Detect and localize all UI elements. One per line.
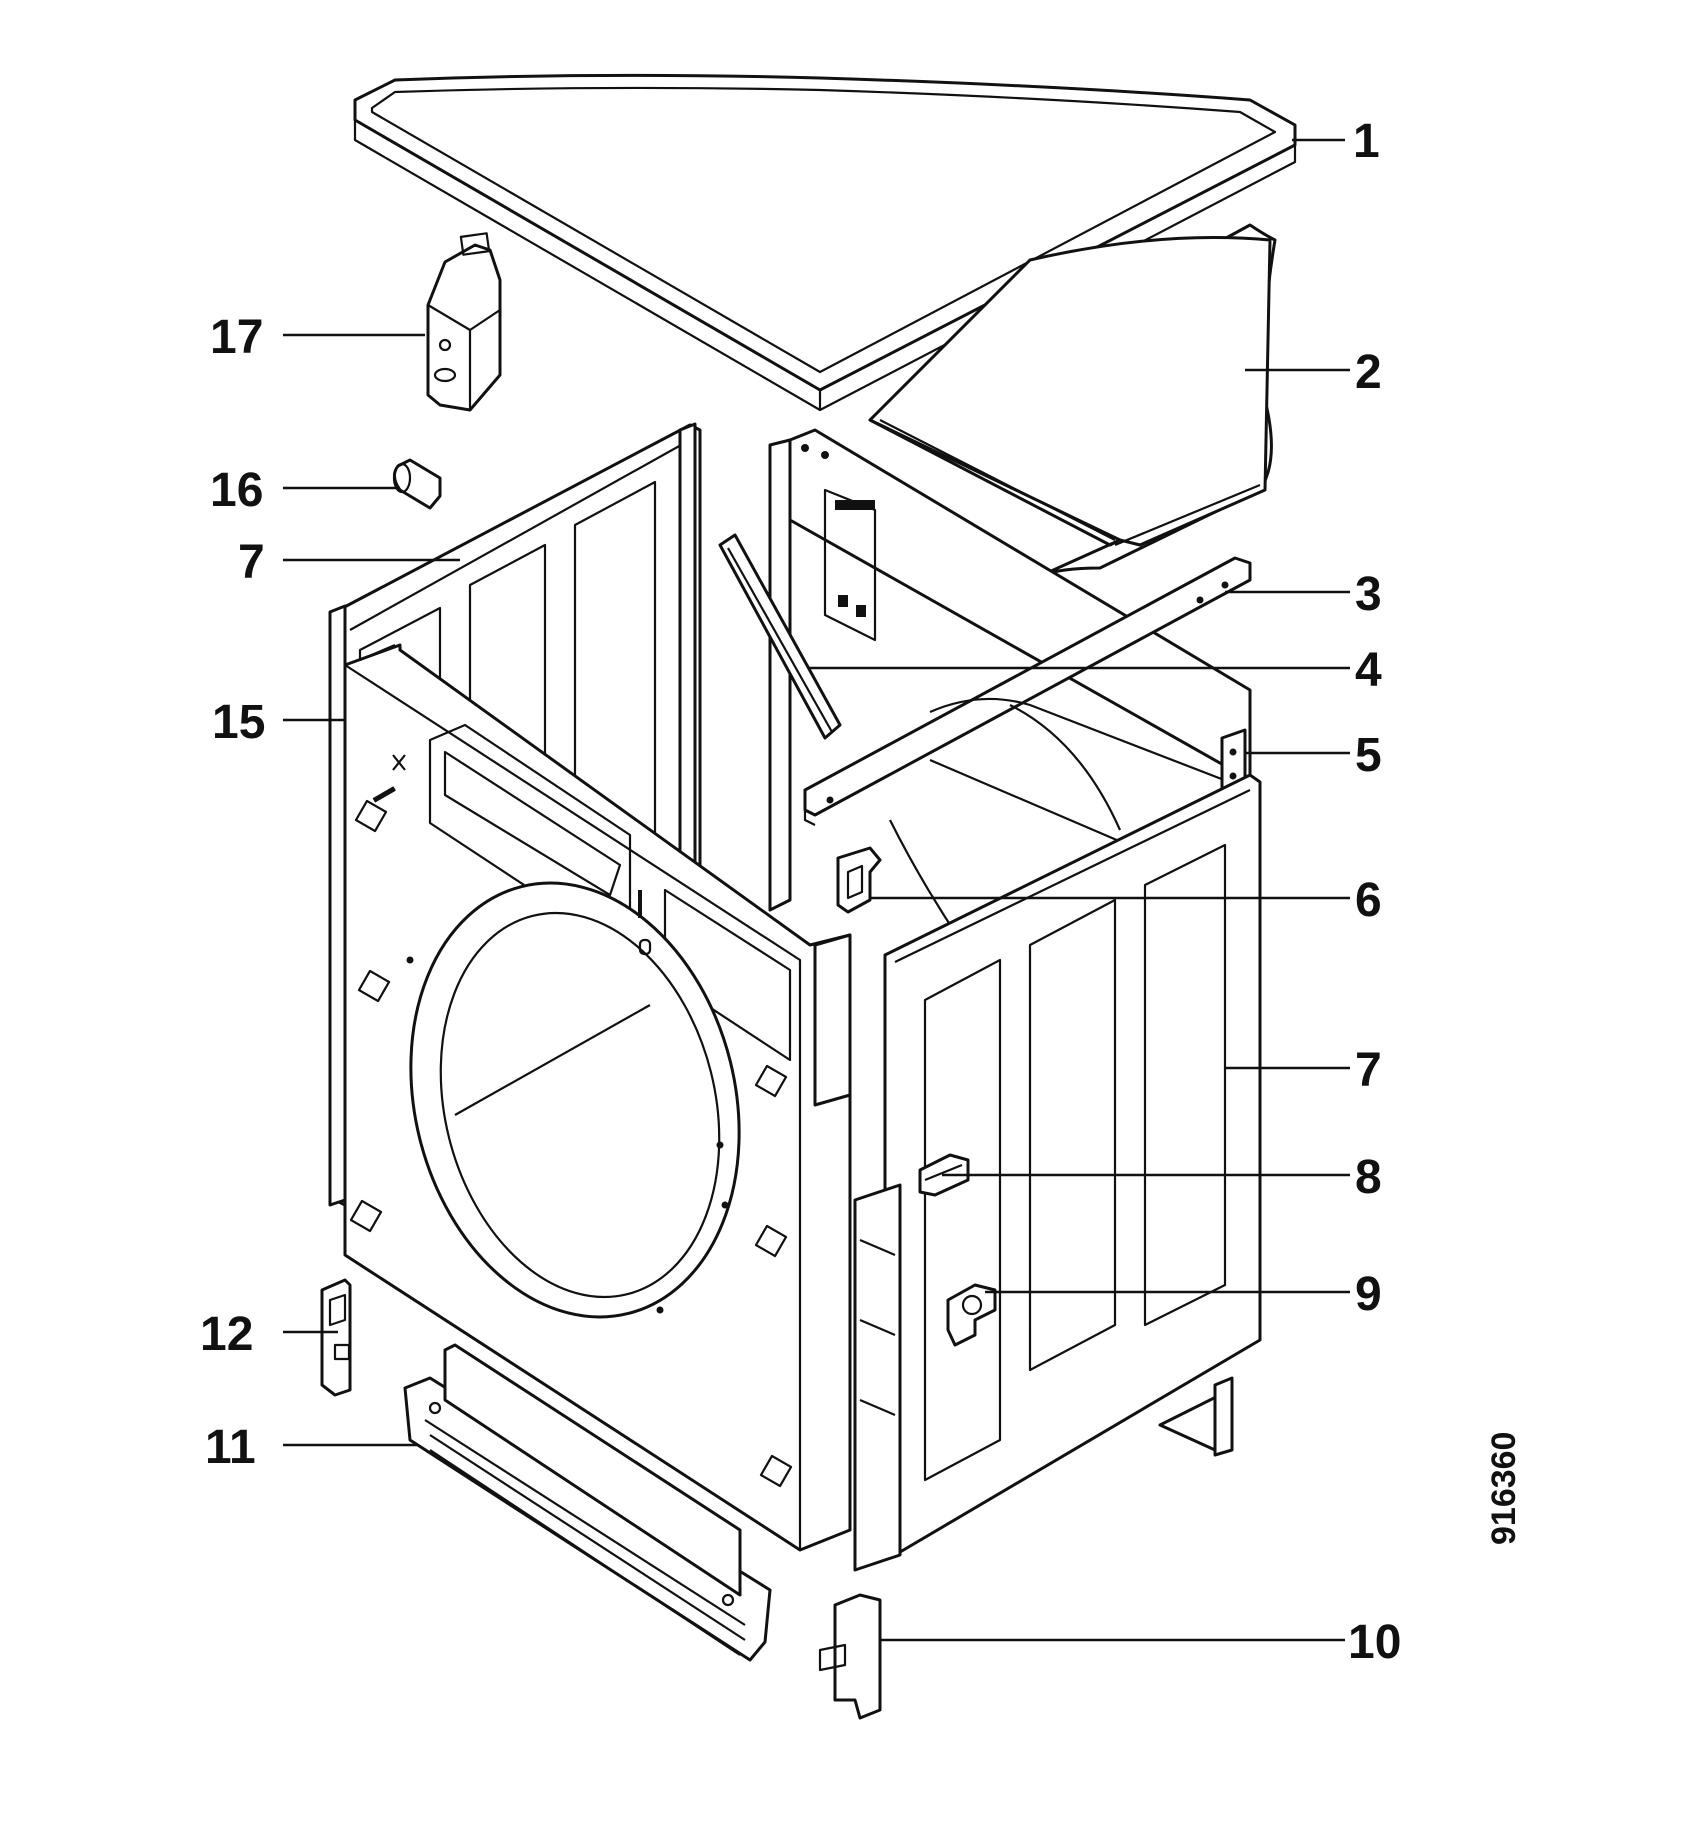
document-number: 916360	[1485, 1432, 1523, 1545]
part-hinge-9	[946, 1283, 997, 1347]
callout-8: 8	[1355, 1151, 1382, 1204]
part-cross-member	[803, 556, 1252, 826]
part-right-side-panel	[853, 773, 1262, 1572]
callout-3: 3	[1355, 568, 1382, 621]
callout-15: 15	[212, 696, 265, 749]
part-latch-12	[320, 1278, 352, 1397]
part-strip-15	[328, 604, 347, 1207]
callout-2: 2	[1355, 346, 1382, 399]
part-top-cover	[353, 73, 1297, 412]
part-front-panel	[343, 643, 852, 1552]
part-clip-6	[836, 846, 882, 914]
callout-7-right: 7	[1355, 1044, 1382, 1097]
callout-12: 12	[200, 1308, 253, 1361]
part-plinth	[403, 1343, 772, 1662]
part-foot-bracket	[1158, 1376, 1234, 1457]
callout-16: 16	[210, 464, 263, 517]
callout-9: 9	[1355, 1268, 1382, 1321]
leader-lines	[283, 138, 1350, 1642]
callout-4: 4	[1355, 644, 1382, 697]
callout-7-left: 7	[238, 536, 265, 589]
callout-5: 5	[1355, 729, 1382, 782]
part-plug-16	[392, 458, 442, 510]
part-top-panel	[868, 223, 1277, 578]
callout-17: 17	[210, 311, 263, 364]
callout-1: 1	[1353, 115, 1380, 168]
part-rail	[718, 533, 842, 740]
callout-11: 11	[205, 1421, 256, 1474]
part-bracket-10	[818, 1593, 882, 1720]
part-switch-17	[426, 232, 502, 412]
callout-labels: 1 2 3 4 5 6 7 8 9 10 11 12 7 15 16 17	[200, 115, 1401, 1669]
callout-6: 6	[1355, 874, 1382, 927]
callout-10: 10	[1348, 1616, 1401, 1669]
part-rear-panel	[768, 428, 1252, 912]
